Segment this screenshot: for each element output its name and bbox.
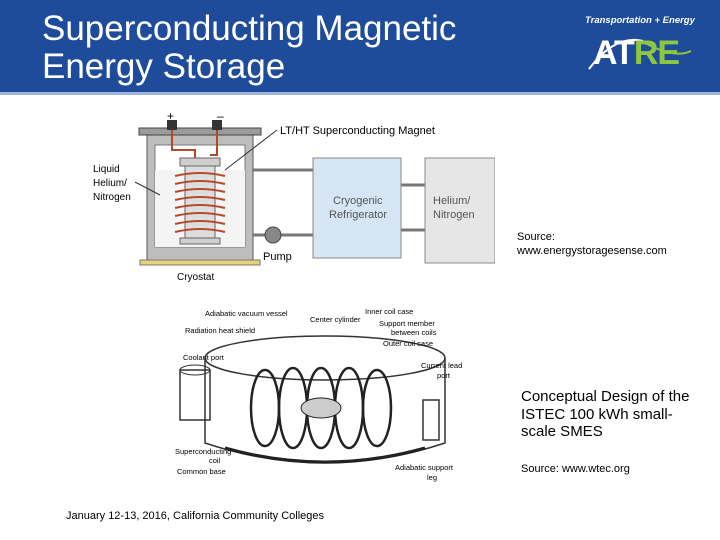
outer-coil-case-label: Outer coil case	[383, 339, 433, 348]
current-lead-shape	[422, 399, 440, 441]
current-lead-label-2: port	[437, 371, 451, 380]
common-base-label: Common base	[177, 467, 226, 476]
atre-logo: Transportation + Energy ATRE	[585, 15, 695, 79]
coolant-port-label: Coolant port	[183, 353, 225, 362]
magnet-core	[184, 165, 216, 239]
liquid-label-3: Nitrogen	[93, 192, 131, 203]
plus-label: +	[167, 110, 174, 123]
magnet-base	[179, 237, 221, 245]
support-member-label-1: Support member	[379, 319, 435, 328]
magnet-cap	[179, 157, 221, 167]
refrigerator-box	[312, 157, 402, 259]
inner-coil-case-label: Inner coil case	[365, 308, 413, 316]
cryostat-floor	[139, 259, 261, 266]
liquid-label-1: Liquid	[93, 164, 120, 175]
design-caption: Conceptual Design of the ISTEC 100 kWh s…	[521, 388, 690, 440]
title-banner: Superconducting Magnetic Energy Storage …	[0, 0, 720, 95]
refrigerator-label-1: Cryogenic	[333, 195, 383, 207]
logo-wordmark: ATRE	[593, 33, 680, 73]
source-1: Source: www.energystoragesense.com	[517, 230, 667, 258]
current-lead-label-1: Current lead	[421, 361, 462, 370]
istec-smes-diagram: Adiabatic vacuum vessel Radiation heat s…	[175, 308, 462, 482]
support-member-label-2: between coils	[391, 328, 437, 337]
tank-label-2: Nitrogen	[433, 209, 475, 221]
logo-swoosh-icon	[588, 38, 692, 70]
terminal-plus	[167, 120, 177, 130]
source-1-label: Source:	[517, 231, 555, 243]
refrigerator-label-2: Refrigerator	[329, 209, 387, 221]
minus-label: –	[217, 110, 224, 123]
magnet-pointer	[224, 129, 278, 171]
pump-label: Pump	[263, 251, 292, 263]
adiabatic-support-label: Adiabatic support	[395, 463, 454, 472]
sc-coil-label-2: coil	[209, 456, 221, 465]
footer-text: January 12-13, 2016, California Communit…	[66, 510, 325, 522]
liquid-label-2: Helium/	[93, 178, 127, 189]
logo-word-re: RE	[633, 34, 680, 72]
magnet-coil	[174, 172, 226, 233]
source-1-url: www.energystoragesense.com	[517, 245, 667, 257]
logo-tagline: Transportation + Energy	[585, 15, 695, 26]
common-base-shape	[224, 446, 426, 464]
liquid-pointer	[134, 181, 161, 196]
sc-coil-label-1: Superconducting	[175, 447, 231, 456]
tank-label-1: Helium/	[433, 195, 471, 207]
magnet-label: LT/HT Superconducting Magnet	[280, 125, 435, 137]
source-2: Source: www.wtec.org	[521, 463, 630, 475]
heat-shield-label: Radiation heat shield	[185, 326, 255, 335]
logo-word-at: AT	[593, 34, 635, 72]
slide-title: Superconducting Magnetic Energy Storage	[42, 9, 457, 86]
lead-minus	[210, 130, 218, 156]
coolant-port-top	[179, 364, 211, 376]
smes-system-diagram: + – Liquid Helium/ Nitrogen LT/HT Superc…	[93, 110, 495, 283]
center-cylinder-shape	[300, 397, 342, 419]
vacuum-vessel-label: Adiabatic vacuum vessel	[205, 309, 288, 318]
leg-label: leg	[427, 473, 437, 482]
center-cylinder-label: Center cylinder	[310, 315, 361, 324]
terminal-minus	[212, 120, 222, 130]
cryostat-label: Cryostat	[177, 272, 214, 283]
cryostat-lid	[138, 127, 262, 136]
coolant-port-shape	[179, 369, 211, 421]
tank-box	[424, 157, 495, 264]
pump-icon	[264, 226, 282, 244]
